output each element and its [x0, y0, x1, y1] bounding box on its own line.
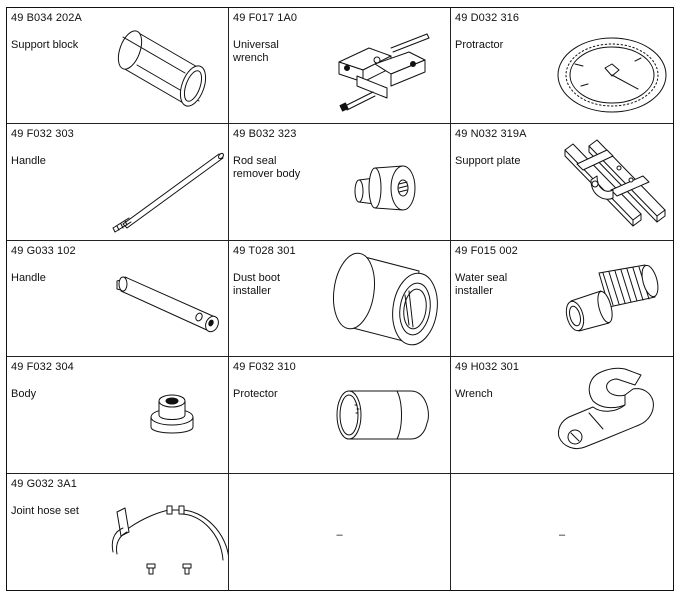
- tool-name: Universal wrench: [233, 39, 279, 64]
- tool-name: Joint hose set: [11, 504, 79, 517]
- part-number: 49 B034 202A: [11, 12, 82, 24]
- tool-name: Body: [11, 388, 37, 401]
- empty-dash: –: [558, 529, 566, 542]
- part-number: 49 F015 002: [455, 244, 518, 257]
- protector-icon: [336, 390, 429, 440]
- tool-name: Handle: [11, 271, 46, 284]
- joint-hose-set-icon: [111, 505, 228, 575]
- protractor-icon: [557, 37, 667, 113]
- part-number: 49 H032 301: [455, 361, 520, 374]
- tool-cell: 49 D032 316 Protractor: [451, 8, 673, 125]
- handle-rod-icon: [112, 153, 224, 233]
- tool-name: Protractor: [455, 39, 504, 51]
- tool-cell: 49 G033 102 Handle: [7, 240, 229, 358]
- empty-cell: –: [229, 473, 451, 590]
- tool-name: Dust boot installer: [233, 271, 281, 297]
- part-number: 49 N032 319A: [455, 128, 527, 141]
- part-number: 49 D032 316: [455, 12, 520, 24]
- support-block-icon: [117, 30, 207, 107]
- tool-cell: 49 F015 002 Water seal installer: [451, 241, 673, 358]
- part-number: 49 T028 301: [233, 244, 296, 257]
- tool-name: Handle: [11, 155, 46, 168]
- empty-cell: –: [451, 474, 673, 590]
- part-number: 49 F032 303: [11, 128, 74, 141]
- part-number: 49 F017 1A0: [233, 12, 298, 24]
- part-number: 49 B032 323: [233, 128, 297, 141]
- part-number: 49 G032 3A1: [11, 477, 77, 490]
- part-number: 49 F032 310: [233, 361, 296, 374]
- tool-cell: 49 G032 3A1 Joint hose set: [7, 473, 229, 590]
- tool-cell: 49 T028 301 Dust boot installer: [229, 240, 451, 358]
- tool-name: Water seal installer: [455, 271, 508, 297]
- tool-cell: 49 B034 202A Support block: [7, 8, 229, 125]
- tool-cell: 49 F017 1A0 Universal wrench: [229, 8, 451, 125]
- tool-name: Support plate: [455, 155, 521, 168]
- tool-cell: 49 F032 310 Protector: [229, 357, 451, 474]
- body-icon: [150, 394, 194, 434]
- tool-cell: 49 H032 301 Wrench: [451, 357, 673, 474]
- tool-name: Support block: [11, 39, 79, 51]
- tool-cell: 49 N032 319A Support plate: [451, 124, 673, 241]
- tool-name: Wrench: [455, 388, 493, 401]
- tool-name: Rod seal remover body: [233, 155, 301, 181]
- water-seal-installer-icon: [565, 264, 659, 332]
- special-tools-table: 49 B034 202A Support block 49 F017 1A0 U…: [6, 7, 674, 591]
- dust-boot-installer-icon: [333, 252, 438, 346]
- support-plate-icon: [564, 139, 666, 227]
- universal-wrench-icon: [338, 33, 430, 112]
- tool-cell: 49 F032 303 Handle: [7, 124, 229, 241]
- rod-seal-remover-icon: [354, 165, 416, 211]
- tool-cell: 49 F032 304 Body: [7, 357, 229, 474]
- handle-bar-icon: [116, 276, 219, 332]
- tool-name: Protector: [233, 388, 278, 401]
- tool-cell: 49 B032 323 Rod seal remover body: [229, 124, 451, 241]
- wrench-icon: [558, 367, 654, 450]
- part-number: 49 G033 102: [11, 244, 76, 257]
- empty-dash: –: [336, 529, 343, 542]
- part-number: 49 F032 304: [11, 361, 74, 374]
